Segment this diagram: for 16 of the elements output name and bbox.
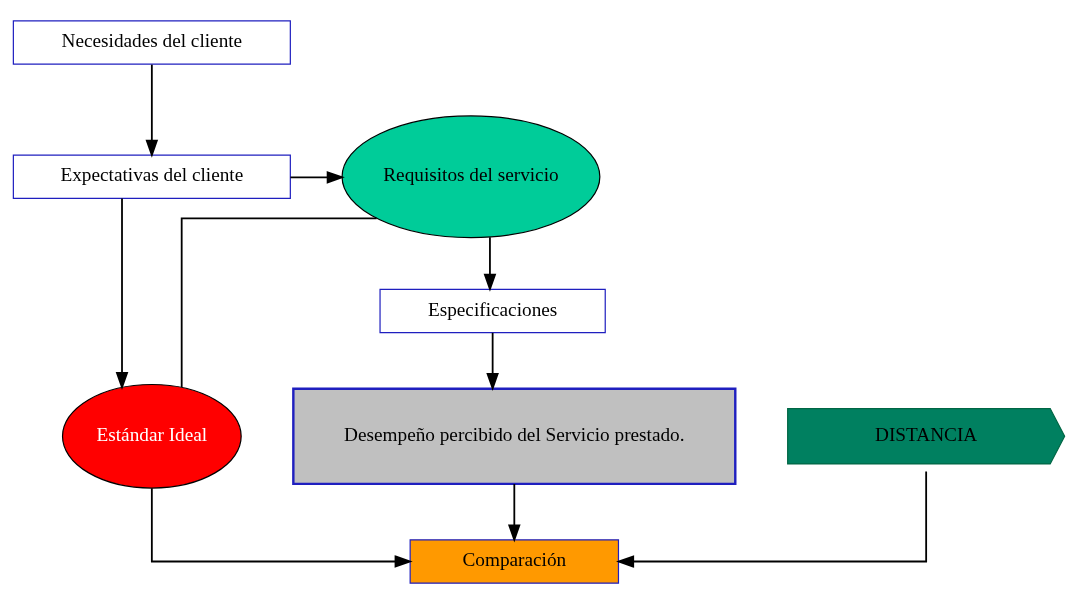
arrow (289, 171, 345, 184)
arrow (145, 63, 159, 158)
node-box: Necesidades del cliente (12, 20, 291, 65)
arrow (483, 236, 497, 292)
arrow (486, 331, 499, 391)
arrow (150, 487, 413, 568)
node-ellipse: Estándar Ideal (61, 383, 242, 489)
node-box: Especificaciones (379, 288, 606, 334)
arrow (115, 197, 129, 391)
arrow (508, 483, 521, 543)
arrow (616, 470, 928, 568)
node-box: Desempeño percibido del Servicio prestado. (292, 387, 737, 486)
connector (180, 217, 378, 389)
node-box: Expectativas del cliente (12, 154, 291, 200)
node-box: Comparación (409, 539, 620, 584)
node-ellipse: Requisitos del servicio (341, 115, 601, 239)
